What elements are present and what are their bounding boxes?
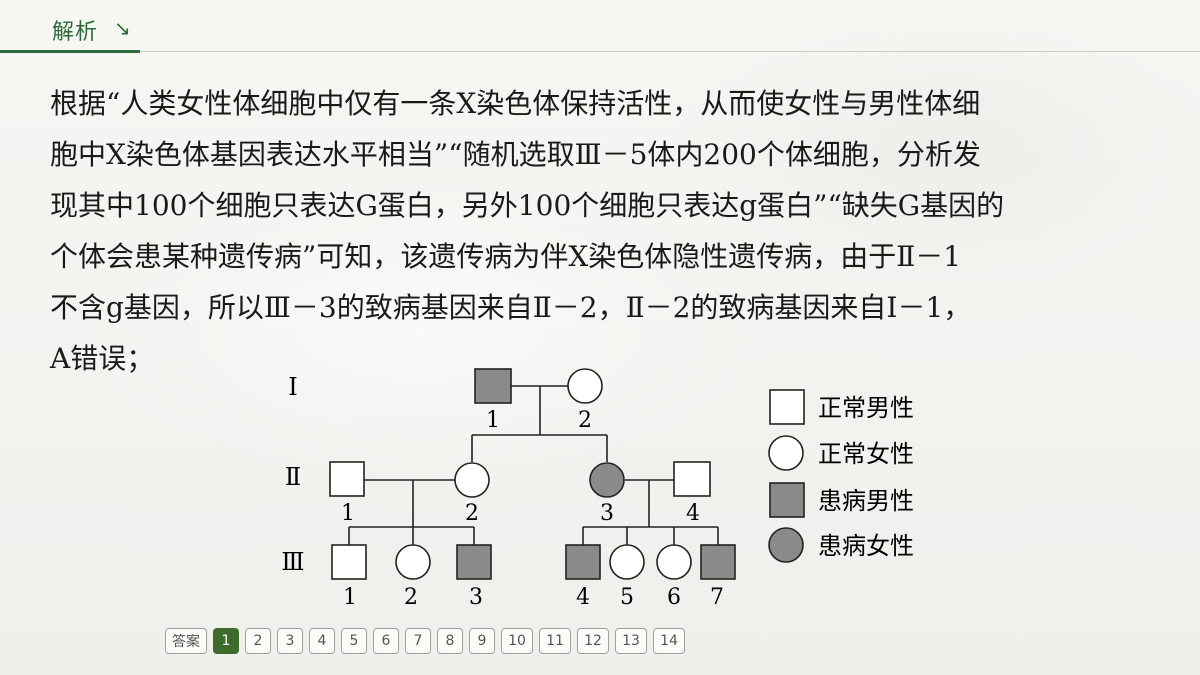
generation-label: Ⅲ — [281, 548, 304, 576]
answer-button[interactable]: 答案 — [165, 628, 207, 654]
individual-number: 4 — [686, 501, 700, 526]
page-button-11[interactable]: 11 — [539, 628, 571, 654]
legend-normal-male-symbol — [769, 389, 805, 425]
pedigree-lines — [348, 385, 719, 545]
normal-female-symbol — [454, 462, 490, 498]
individual-number: 2 — [578, 408, 592, 433]
individual-number: 5 — [620, 585, 634, 610]
arrow-down-right-icon: ↘ — [114, 16, 131, 40]
normal-female-symbol — [395, 544, 431, 580]
individual-number: 2 — [404, 585, 418, 610]
page-button-4[interactable]: 4 — [309, 628, 335, 654]
normal-male-symbol — [329, 461, 365, 497]
legend: 正常男性 正常女性 患病男性 患病女性 — [768, 389, 914, 563]
page-button-7[interactable]: 7 — [405, 628, 431, 654]
paragraph-line: 现其中100个细胞只表达G蛋白，另外100个细胞只表达g蛋白”“缺失G基因的 — [50, 189, 1005, 222]
legend-label: 正常男性 — [818, 394, 914, 422]
generation-label: Ⅱ — [285, 463, 301, 491]
legend-normal-female-symbol — [768, 435, 804, 471]
individual-number: 7 — [710, 585, 724, 610]
page-button-8[interactable]: 8 — [437, 628, 463, 654]
legend-label: 患病女性 — [818, 532, 914, 560]
normal-female-symbol — [609, 544, 645, 580]
individual-number: 1 — [343, 585, 357, 610]
legend-label: 患病男性 — [818, 487, 914, 515]
normal-female-symbol — [656, 544, 692, 580]
page-button-3[interactable]: 3 — [277, 628, 303, 654]
page-button-6[interactable]: 6 — [373, 628, 399, 654]
normal-male-symbol — [331, 544, 367, 580]
affected-male-symbol — [456, 544, 492, 580]
affected-male-symbol — [565, 544, 601, 580]
header-tab: 解析 ↘ — [0, 0, 140, 52]
page-button-2[interactable]: 2 — [245, 628, 271, 654]
affected-male-symbol — [700, 544, 736, 580]
individual-number: 6 — [667, 585, 681, 610]
paragraph-line: 个体会患某种遗传病”可知，该遗传病为伴X染色体隐性遗传病，由于Ⅱ－1 — [50, 240, 962, 273]
individual-number: 2 — [465, 501, 479, 526]
page-button-12[interactable]: 12 — [577, 628, 609, 654]
header-divider — [140, 51, 1200, 52]
generation-label: Ⅰ — [288, 373, 297, 401]
legend-affected-male-symbol — [769, 482, 805, 518]
header-underline — [0, 50, 140, 53]
individual-number: 3 — [469, 585, 483, 610]
affected-male-symbol — [474, 368, 512, 404]
individual-number: 1 — [486, 408, 500, 433]
individual-number: 3 — [600, 501, 614, 526]
paragraph-line: 不含g基因，所以Ⅲ－3的致病基因来自Ⅱ－2，Ⅱ－2的致病基因来自Ⅰ－1， — [50, 291, 972, 324]
legend-affected-female-symbol — [768, 527, 804, 563]
normal-male-symbol — [673, 461, 711, 497]
section-title: 解析 — [52, 20, 99, 45]
individual-number: 4 — [576, 585, 590, 610]
individual-number: 1 — [341, 501, 355, 526]
paragraph-line: 胞中X染色体基因表达水平相当”“随机选取Ⅲ－5体内200个体细胞，分析发 — [50, 138, 981, 171]
explanation-paragraph: 根据“人类女性体细胞中仅有一条X染色体保持活性，从而使女性与男性体细 胞中X染色… — [50, 78, 1160, 384]
page-button-9[interactable]: 9 — [469, 628, 495, 654]
paragraph-line: 根据“人类女性体细胞中仅有一条X染色体保持活性，从而使女性与男性体细 — [50, 87, 981, 120]
page-button-1[interactable]: 1 — [213, 628, 239, 654]
page-button-13[interactable]: 13 — [615, 628, 647, 654]
page-button-14[interactable]: 14 — [653, 628, 685, 654]
question-pager: 答案 1 2 3 4 5 6 7 8 9 10 11 12 13 14 — [165, 628, 685, 656]
paragraph-line: A错误； — [50, 342, 155, 375]
affected-female-symbol — [589, 462, 625, 498]
normal-female-symbol — [567, 368, 603, 404]
page-button-10[interactable]: 10 — [501, 628, 533, 654]
page-button-5[interactable]: 5 — [341, 628, 367, 654]
legend-label: 正常女性 — [818, 440, 914, 468]
